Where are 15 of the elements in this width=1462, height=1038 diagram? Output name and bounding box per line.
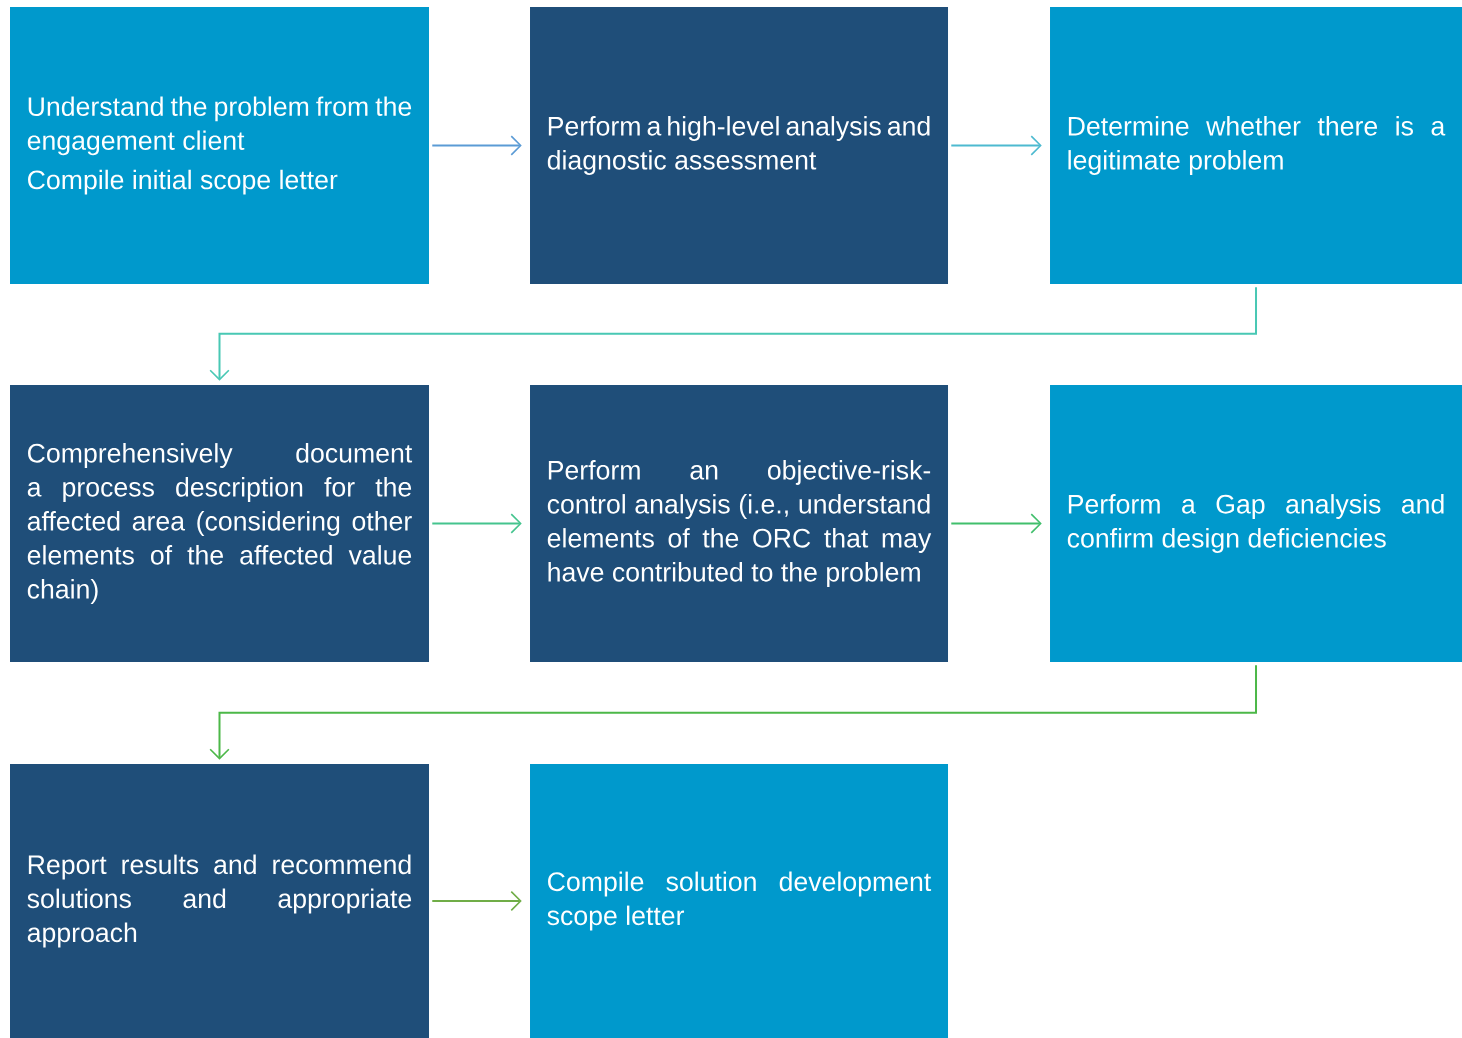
arrow [431, 135, 522, 156]
arrow [950, 513, 1042, 534]
process-box: Determine whether there is a legitimate problem [1050, 7, 1462, 284]
process-box: Perform a Gap analysis and confirm design deficiencies [1050, 385, 1462, 662]
process-box: Report results and recommend solutions and appropriate approach [10, 764, 429, 1038]
arrow [431, 890, 522, 912]
process-box: Comprehensively document a process description for the affected area (considering other elements of the affected value chain) [10, 385, 429, 662]
arrow [950, 135, 1042, 156]
process-box: Understand the problem from the engagement client Compile initial scope letter [10, 7, 429, 284]
process-box: Perform a high-level analysis and diagnostic assessment [530, 7, 948, 284]
process-box: Perform an objective-risk-control analysis (i.e., understand elements of the ORC that may have contributed to the problem [530, 385, 948, 662]
arrow [431, 513, 522, 534]
arrow [209, 286, 1257, 381]
arrow [209, 664, 1257, 760]
process-box: Compile solution development scope letter [530, 764, 948, 1038]
